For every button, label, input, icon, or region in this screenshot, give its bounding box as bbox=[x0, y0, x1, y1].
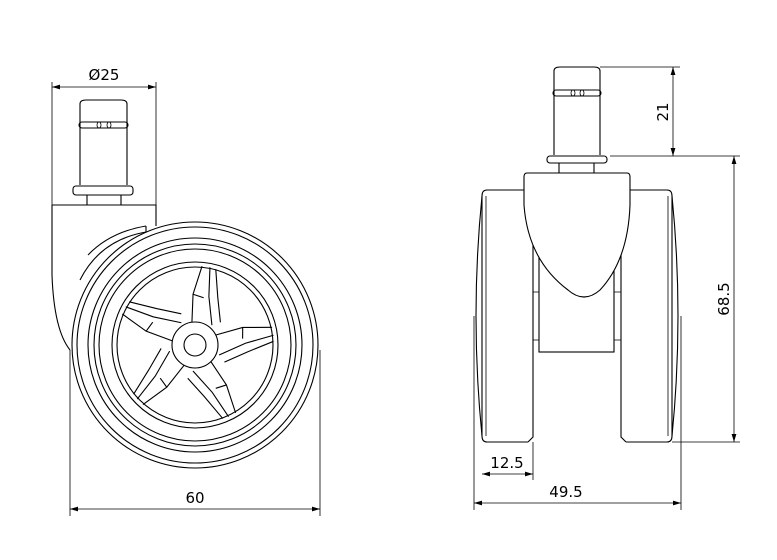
fork-front bbox=[523, 172, 631, 298]
hub bbox=[171, 321, 219, 369]
dimension-stem-diameter: Ø25 bbox=[51, 66, 157, 205]
dimension-overall-width-side: 60 bbox=[69, 350, 321, 516]
spoke bbox=[187, 359, 237, 419]
spokes bbox=[121, 266, 274, 419]
dim-label-overall-width-side: 60 bbox=[185, 489, 204, 507]
stem bbox=[72, 99, 134, 205]
spoke bbox=[133, 348, 186, 406]
dim-label-stem-height: 21 bbox=[654, 102, 672, 121]
dim-label-stem-diameter: Ø25 bbox=[89, 66, 120, 84]
fork-body bbox=[51, 204, 157, 351]
dimension-stem-height: 21 bbox=[600, 66, 740, 157]
dim-label-wheel-width: 12.5 bbox=[490, 454, 523, 472]
wheel-left bbox=[475, 189, 534, 443]
dimension-body-height: 68.5 bbox=[672, 156, 740, 443]
dim-label-overall-width-front: 49.5 bbox=[549, 483, 582, 501]
dimension-overall-width-front: 49.5 bbox=[473, 316, 682, 510]
dimension-wheel-width: 12.5 bbox=[482, 442, 534, 480]
spoke bbox=[121, 301, 182, 343]
side-view: Ø25 60 bbox=[51, 66, 321, 516]
spoke bbox=[213, 326, 274, 363]
front-view: 21 68.5 12.5 49.5 bbox=[473, 66, 740, 510]
axle-hole bbox=[183, 333, 207, 357]
stem-front bbox=[546, 66, 608, 173]
wheel-right bbox=[620, 189, 679, 443]
wheel-side bbox=[71, 221, 319, 469]
dim-label-body-height: 68.5 bbox=[715, 282, 733, 315]
spoke bbox=[191, 266, 221, 326]
